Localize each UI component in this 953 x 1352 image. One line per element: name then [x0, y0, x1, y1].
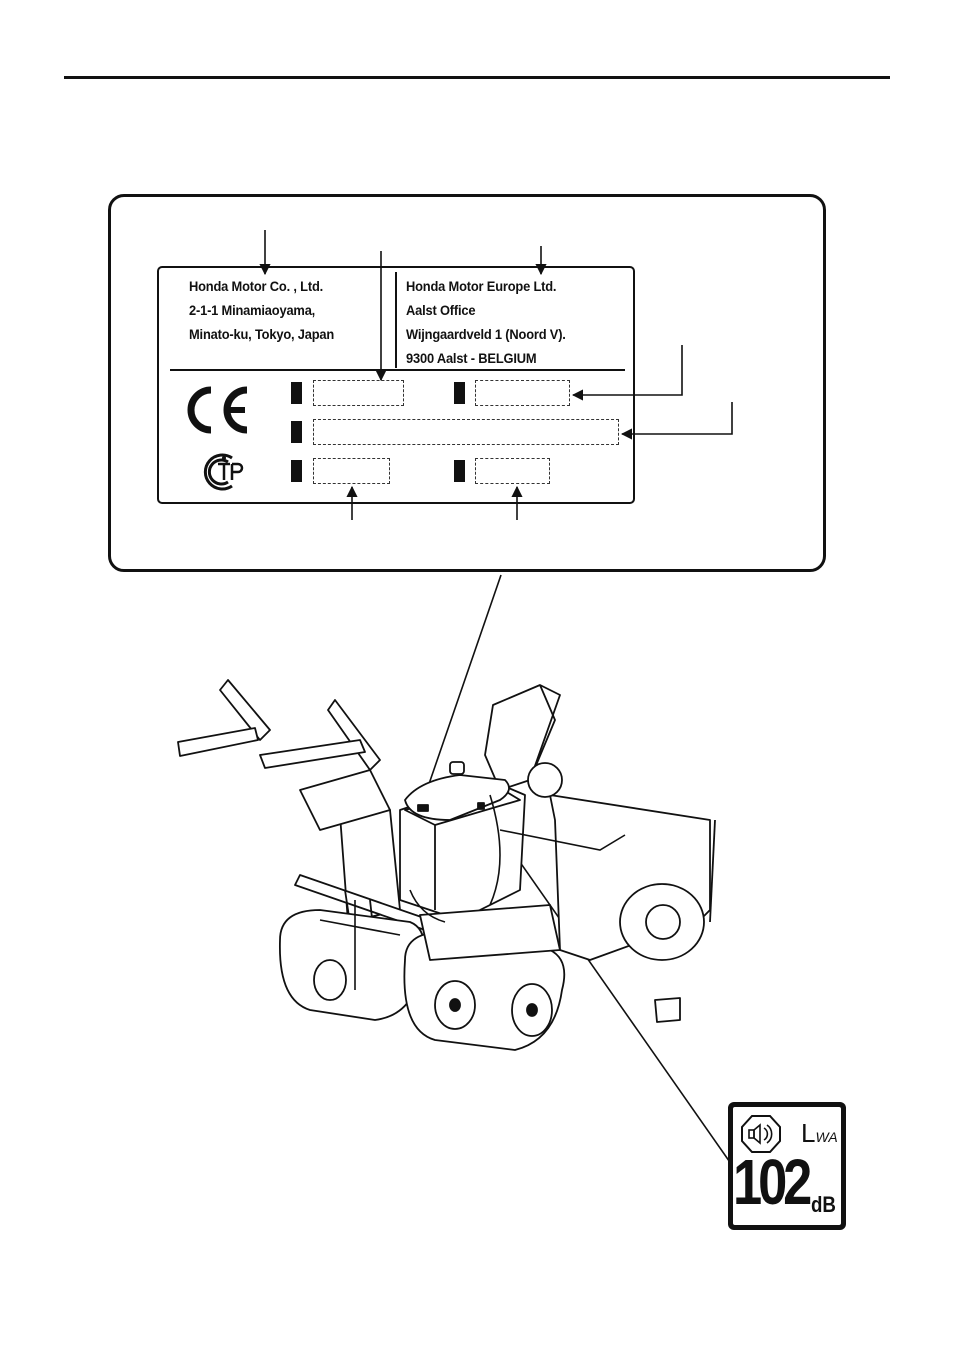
- sound-power-subscript: WA: [815, 1129, 837, 1145]
- sound-power-value: 102: [733, 1147, 808, 1217]
- sound-power-unit: dB: [811, 1193, 836, 1217]
- snow-blower-icon: [160, 660, 730, 1080]
- arrow-right-field-long: [622, 402, 732, 434]
- noise-label-face: LWA 102 dB: [733, 1107, 841, 1225]
- noise-level-label: LWA 102 dB: [728, 1102, 846, 1230]
- arrow-right-field-upper: [573, 345, 682, 395]
